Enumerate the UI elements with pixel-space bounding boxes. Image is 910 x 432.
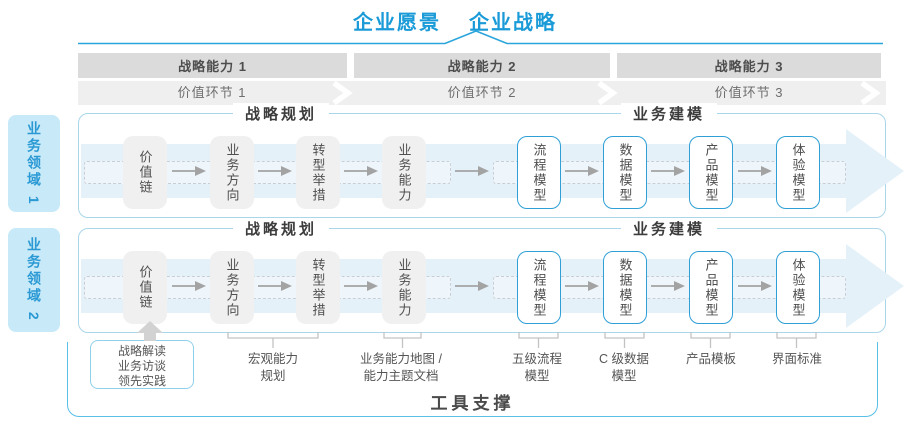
business-capability-box: 业务能力	[382, 136, 426, 209]
page-title: 企业愿景 企业战略	[0, 6, 910, 35]
capability-band-3: 战略能力 3	[617, 53, 881, 78]
strategy-planning-header: 战略规划	[232, 218, 330, 239]
dashed-placeholder	[493, 161, 846, 184]
flow-arrow-icon	[565, 281, 599, 291]
flow-arrow-icon	[344, 281, 378, 291]
business-domain-row-1: 战略规划 业务建模 价值链业务方向转型举措业务能力 流程模型数据模型产品模型体验模…	[78, 103, 904, 218]
flow-arrow-icon	[171, 281, 206, 291]
strategy-planning-header: 战略规划	[232, 103, 330, 124]
experience-model-box: 体验模型	[776, 136, 820, 209]
value-chain-box: 价值链	[123, 251, 167, 324]
vision-title: 企业愿景	[353, 12, 441, 34]
flow-arrow-icon	[258, 281, 292, 291]
dashed-placeholder	[493, 276, 846, 299]
process-model-box: 流程模型	[517, 136, 561, 209]
data-model-box: 数据模型	[603, 136, 647, 209]
flow-arrow-icon	[171, 166, 206, 176]
data-model-box: 数据模型	[603, 251, 647, 324]
l5-process-model-label: 五级流程 模型	[511, 352, 563, 383]
value-link-1: 价值环节 1	[177, 85, 247, 100]
practice-note-box: 战略解读 业务访谈 领先实践	[90, 340, 194, 389]
flow-arrowhead-icon	[846, 244, 904, 328]
business-direction-box: 业务方向	[210, 251, 254, 324]
flow-arrow-icon	[454, 166, 489, 176]
value-chain-band	[78, 81, 886, 105]
dashed-placeholder	[84, 276, 451, 299]
tool-support-title: 工具支撑	[430, 394, 515, 413]
value-link-3: 价值环节 3	[714, 85, 784, 100]
product-model-box: 产品模型	[689, 136, 733, 209]
strategy-title: 企业战略	[469, 12, 557, 34]
domain-label-1: 业务领域 1	[8, 115, 60, 212]
flow-arrow-icon	[565, 166, 599, 176]
business-capability-box: 业务能力	[382, 251, 426, 324]
tool-support-container: 工具支撑	[67, 342, 878, 417]
process-model-box: 流程模型	[517, 251, 561, 324]
product-template-label: 产品模板	[685, 352, 737, 366]
flow-arrow-icon	[258, 166, 292, 176]
flow-arrow-icon	[651, 166, 685, 176]
value-chain-box: 价值链	[123, 136, 167, 209]
flow-arrow-icon	[344, 166, 378, 176]
value-link-2: 价值环节 2	[447, 85, 517, 100]
capability-band-2: 战略能力 2	[354, 53, 610, 78]
macro-capability-planning-label: 宏观能力 规划	[247, 352, 299, 383]
business-domain-row-2: 战略规划 业务建模 价值链业务方向转型举措业务能力 流程模型数据模型产品模型体验模…	[78, 218, 904, 333]
ui-standard-label: 界面标准	[771, 352, 823, 366]
flow-arrow-icon	[737, 281, 772, 291]
transformation-initiatives-box: 转型举措	[296, 251, 340, 324]
business-modeling-header: 业务建模	[620, 103, 718, 124]
business-direction-box: 业务方向	[210, 136, 254, 209]
flow-arrow-icon	[454, 281, 489, 291]
business-modeling-header: 业务建模	[620, 218, 718, 239]
c-level-data-model-label: C 级数据 模型	[598, 352, 650, 383]
flow-arrowhead-icon	[846, 129, 904, 213]
domain-label-2: 业务领域 2	[8, 228, 60, 332]
capability-map-label: 业务能力地图 / 能力主题文档	[360, 352, 442, 383]
flow-arrow-icon	[651, 281, 685, 291]
experience-model-box: 体验模型	[776, 251, 820, 324]
transformation-initiatives-box: 转型举措	[296, 136, 340, 209]
flow-arrow-icon	[737, 166, 772, 176]
capability-band-1: 战略能力 1	[78, 53, 347, 78]
dashed-placeholder	[84, 161, 451, 184]
product-model-box: 产品模型	[689, 251, 733, 324]
